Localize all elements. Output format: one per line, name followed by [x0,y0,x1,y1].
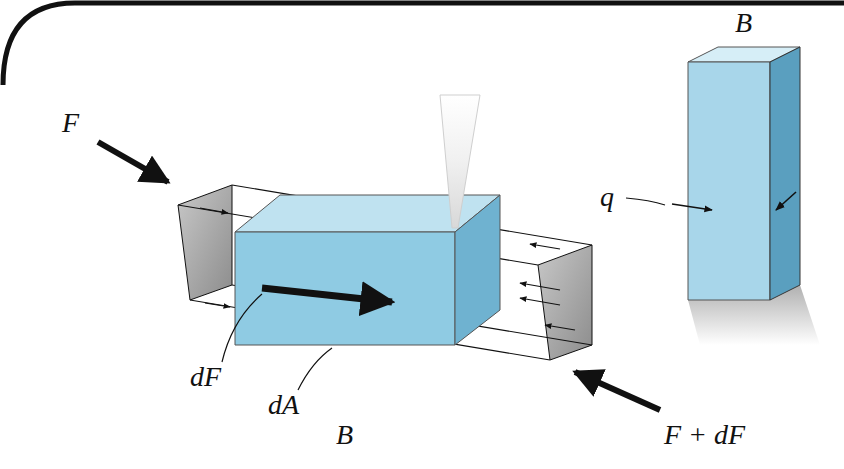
cut-plane [440,95,480,228]
leader-line [298,348,332,390]
block-side [455,195,500,345]
force-arrow [575,372,660,410]
area-label: dA [268,390,299,421]
shear-flow-label: q [600,182,614,213]
block-label: B [735,8,752,39]
block-front [688,62,770,300]
force-label: F + dF [664,420,745,451]
shear-flow-arrow [776,192,796,210]
force-arrow [98,142,168,182]
block-front [235,232,455,345]
force-arrow [262,288,392,302]
element-wireframe [178,185,592,360]
shear-flow-arrow [672,204,712,210]
force-label: F [62,108,79,139]
end-section [178,185,232,300]
leader-line [222,294,262,362]
leader-line [626,198,665,205]
force-label: dF [190,362,221,393]
block-side [770,47,800,300]
block-label: B [336,420,353,451]
